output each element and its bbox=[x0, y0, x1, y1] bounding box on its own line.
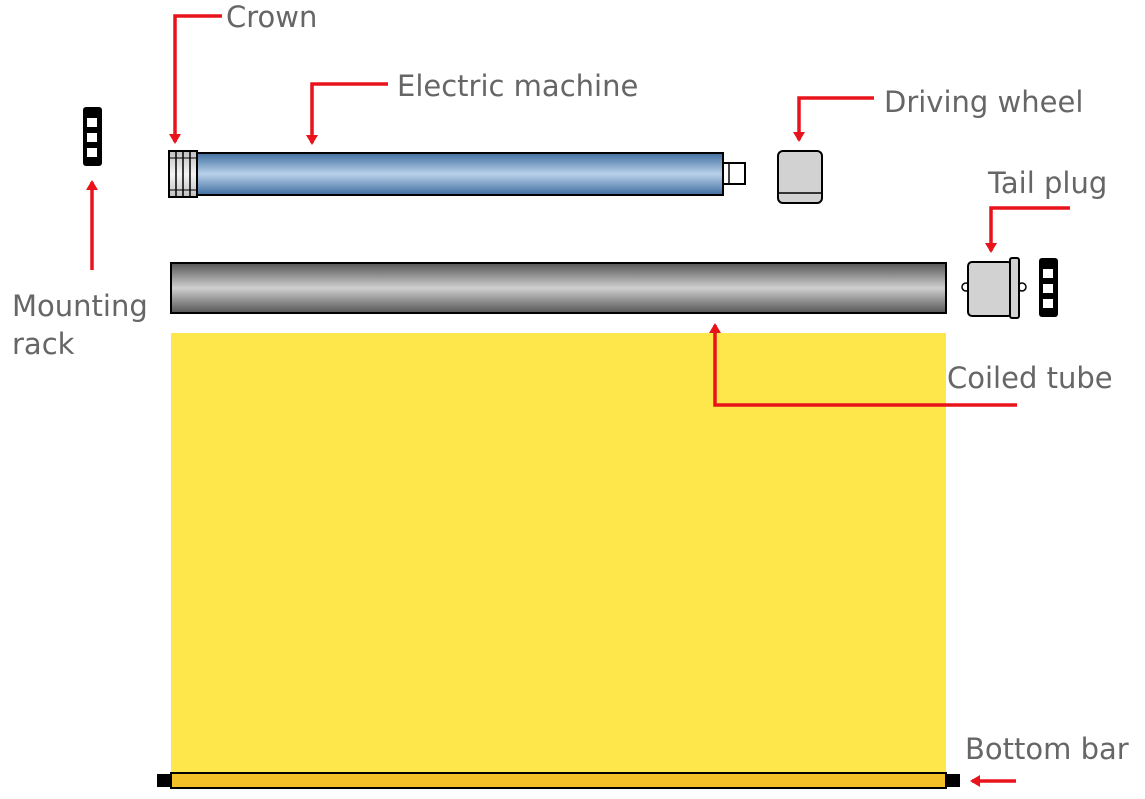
label-bottom-bar: Bottom bar bbox=[965, 732, 1129, 766]
tail-plug bbox=[961, 257, 1027, 319]
bottom-bar bbox=[157, 772, 960, 789]
label-electric-machine: Electric machine bbox=[397, 69, 638, 103]
electric-machine bbox=[194, 152, 724, 196]
label-mounting-rack-line2: rack bbox=[12, 327, 75, 361]
tail-plug-arrow bbox=[985, 206, 1070, 253]
bottom-bar-left-cap bbox=[157, 774, 171, 787]
mounting-bracket-icon bbox=[83, 107, 102, 166]
motor-shaft bbox=[722, 162, 746, 185]
leader-arrows bbox=[86, 14, 1070, 787]
electric-machine-arrow bbox=[306, 82, 388, 145]
fabric-panel bbox=[171, 333, 946, 773]
crown bbox=[168, 150, 198, 198]
label-mounting-rack-line1: Mounting bbox=[12, 289, 148, 323]
crown-arrow bbox=[169, 14, 222, 144]
label-driving-wheel: Driving wheel bbox=[884, 85, 1083, 119]
coiled-tube bbox=[170, 262, 947, 314]
mounting-bracket-icon bbox=[1039, 258, 1058, 317]
bottom-bar-right-cap bbox=[946, 774, 960, 787]
label-coiled-tube: Coiled tube bbox=[947, 361, 1113, 395]
driving-wheel-arrow bbox=[793, 96, 874, 142]
label-crown: Crown bbox=[226, 0, 317, 34]
driving-wheel bbox=[777, 150, 823, 204]
label-tail-plug: Tail plug bbox=[987, 166, 1107, 200]
coiled-tube-arrow bbox=[709, 323, 1017, 407]
